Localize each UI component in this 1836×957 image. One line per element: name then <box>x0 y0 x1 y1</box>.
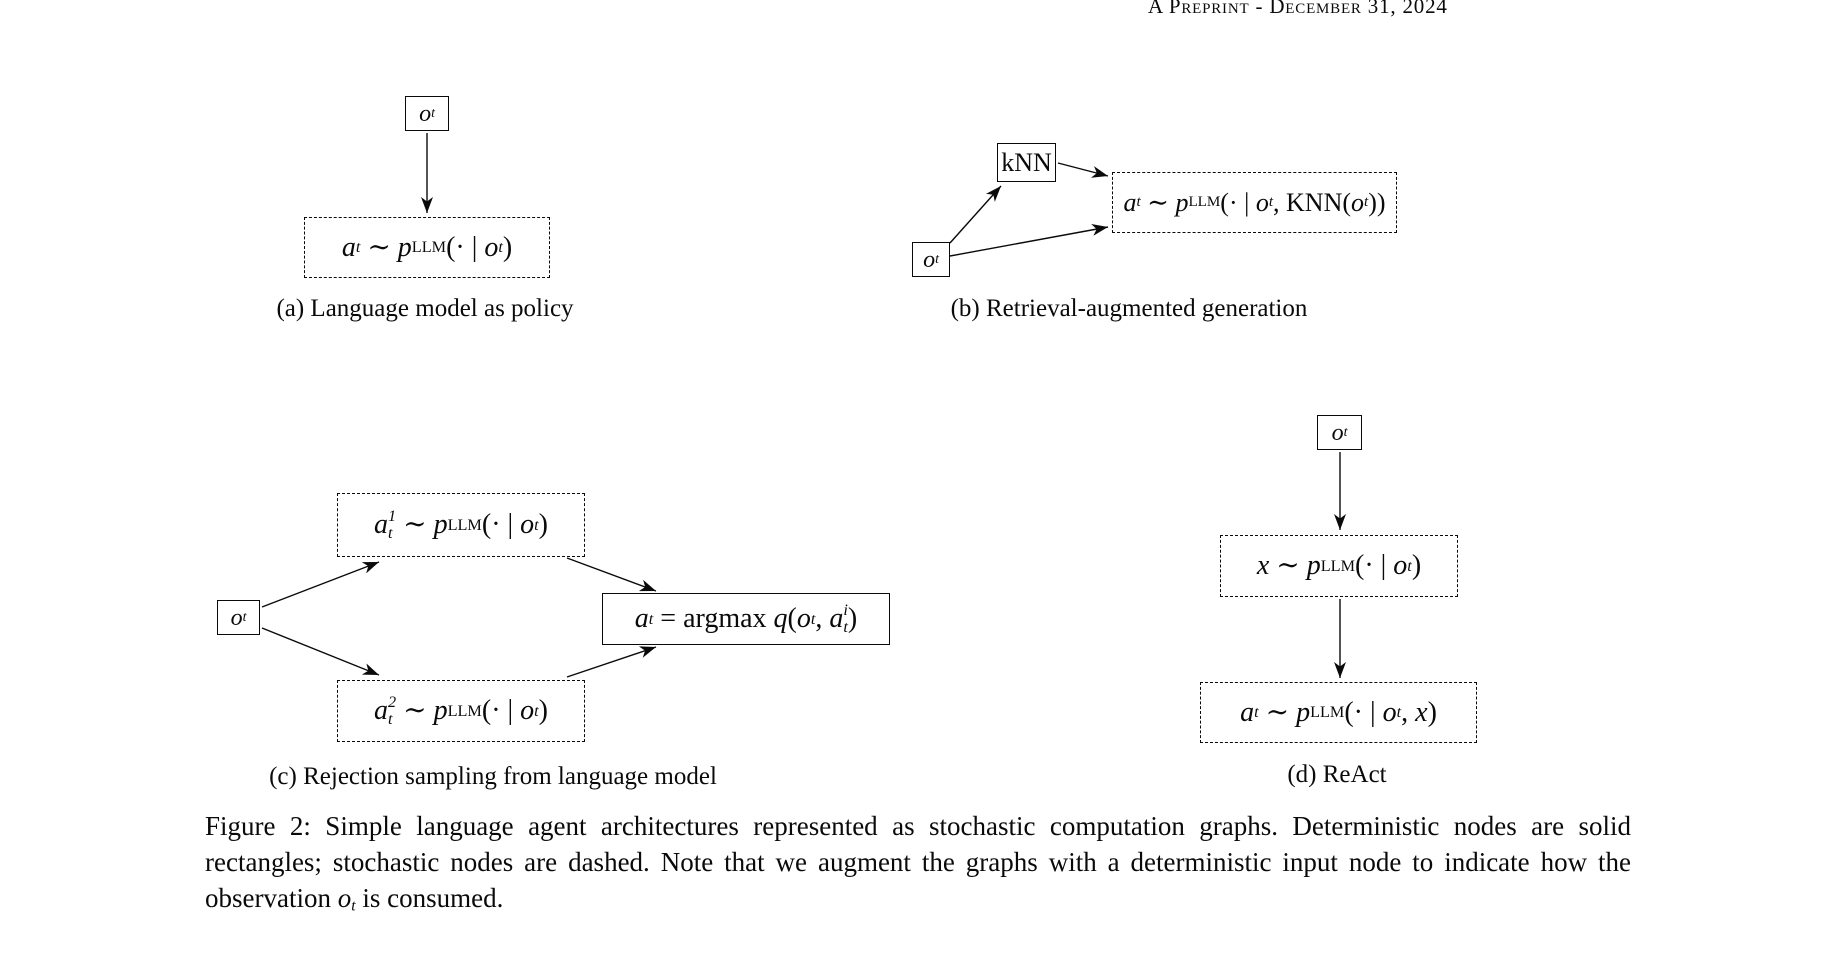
arrow-b-obs-to-action <box>949 223 1109 257</box>
arrow-c-obs-to-sample1 <box>261 561 380 608</box>
panel-c-caption: (c) Rejection sampling from language mod… <box>269 763 717 790</box>
arrow-b-obs-to-knn <box>949 185 1002 244</box>
preprint-header: A Preprint - December 31, 2024 <box>1148 0 1448 18</box>
panel-b-caption: (b) Retrieval-augmented generation <box>950 295 1308 322</box>
arrow-c-obs-to-sample2 <box>261 627 380 676</box>
panel-d-caption: (d) ReAct <box>1287 761 1387 788</box>
arrow-c-sample2-to-argmax <box>566 646 657 678</box>
panel-a-caption: (a) Language model as policy <box>276 295 574 322</box>
node-b-knn: kNN <box>997 143 1056 182</box>
figure-caption: Figure 2: Simple language agent architec… <box>205 811 1631 915</box>
arrow-b-knn-to-action <box>1057 162 1109 178</box>
arrow-c-sample1-to-argmax <box>566 557 657 592</box>
